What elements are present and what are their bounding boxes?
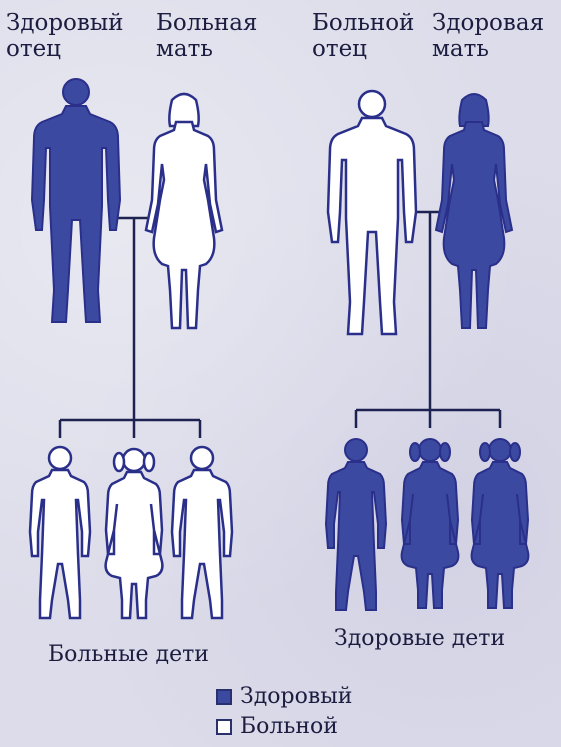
right-child-girl-1 — [402, 439, 459, 608]
right-healthy-mother-figure — [436, 94, 512, 328]
connector-lines — [60, 212, 500, 438]
legend-sick-label: Больной — [240, 714, 338, 739]
legend-healthy: Здоровый — [216, 684, 352, 709]
legend-sick-swatch — [216, 719, 232, 735]
left-child-boy-1 — [30, 447, 90, 618]
legend-sick: Больной — [216, 714, 338, 739]
right-children-drops — [356, 410, 500, 428]
left-child-girl — [106, 449, 163, 618]
legend-healthy-label: Здоровый — [240, 684, 352, 709]
left-children-drops — [60, 420, 200, 438]
left-children-label: Больные дети — [48, 642, 209, 668]
right-sick-father-figure — [328, 91, 416, 334]
right-child-girl-2 — [472, 439, 529, 608]
right-children-label: Здоровые дети — [334, 626, 505, 652]
left-sick-mother-figure — [146, 94, 222, 328]
left-child-boy-2 — [172, 447, 232, 618]
legend-healthy-swatch — [216, 689, 232, 705]
left-healthy-father-figure — [32, 79, 120, 322]
right-child-boy — [326, 439, 386, 610]
